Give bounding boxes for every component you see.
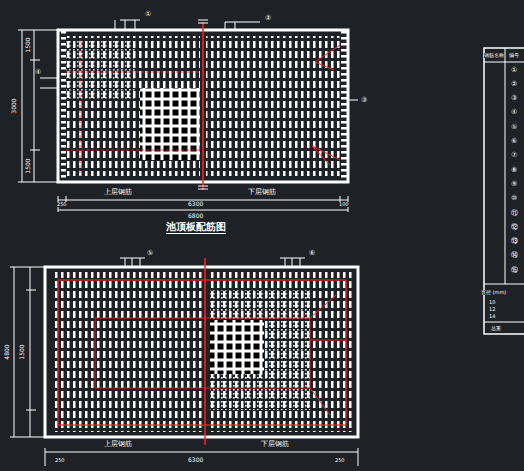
table-cell: ④: [511, 109, 517, 116]
table-cell: ②: [511, 81, 517, 88]
table-cell: 14: [489, 314, 495, 319]
callout-number: ④: [35, 69, 41, 76]
table-header: 编号: [509, 53, 519, 58]
dimension-text: 1500: [19, 344, 25, 359]
table-cell: ⑧: [511, 167, 517, 174]
layer-label: 上层钢筋: [104, 189, 132, 196]
table-cell: ⑫: [511, 224, 518, 231]
callout-number: ③: [361, 97, 367, 104]
table-cell: ⑨: [511, 181, 517, 188]
table-header: 钢筋名称: [484, 53, 504, 58]
table-cell: ①: [511, 67, 517, 74]
table-header: 直径 (mm): [481, 290, 506, 295]
dimension-text: 250: [55, 458, 65, 463]
table-cell: 12: [489, 307, 495, 312]
dimension-text: 1500: [25, 37, 31, 52]
layer-label: 下层钢筋: [261, 441, 289, 448]
dimension-text: 1500: [25, 158, 31, 173]
table-cell: 总重: [491, 326, 501, 331]
dimension-text: 250: [335, 458, 345, 463]
table-cell: ⑩: [511, 195, 517, 202]
table-cell: ⑭: [511, 252, 518, 259]
callout-number: ①: [145, 11, 151, 18]
layer-label: 下层钢筋: [248, 189, 276, 196]
callout-number: ②: [265, 15, 271, 22]
dimension-text: 100: [339, 202, 349, 207]
table-cell: 10: [489, 300, 495, 305]
layer-label: 上层钢筋: [104, 441, 132, 448]
bottom-slab: [10, 258, 358, 466]
callout-number: ⑥: [309, 250, 315, 257]
table-cell: ⑤: [511, 124, 517, 131]
table-cell: ③: [511, 95, 517, 102]
table-cell: ⑮: [511, 267, 518, 274]
dimension-text: 4800: [4, 344, 10, 359]
dimension-text: 3000: [11, 98, 17, 113]
dimension-text: 6300: [188, 201, 203, 207]
dimension-text: 6800: [188, 213, 203, 219]
dimension-text: 6300: [188, 457, 203, 463]
table-cell: ⑦: [511, 152, 517, 159]
drawing-title: 池顶板配筋图: [166, 222, 226, 234]
table-cell: ⑥: [511, 138, 517, 145]
table-cell: ⑪: [511, 210, 518, 217]
callout-number: ⑤: [147, 250, 153, 257]
dimension-text: 250: [57, 202, 67, 207]
table-cell: ⑬: [511, 238, 518, 245]
top-slab: [18, 20, 358, 212]
